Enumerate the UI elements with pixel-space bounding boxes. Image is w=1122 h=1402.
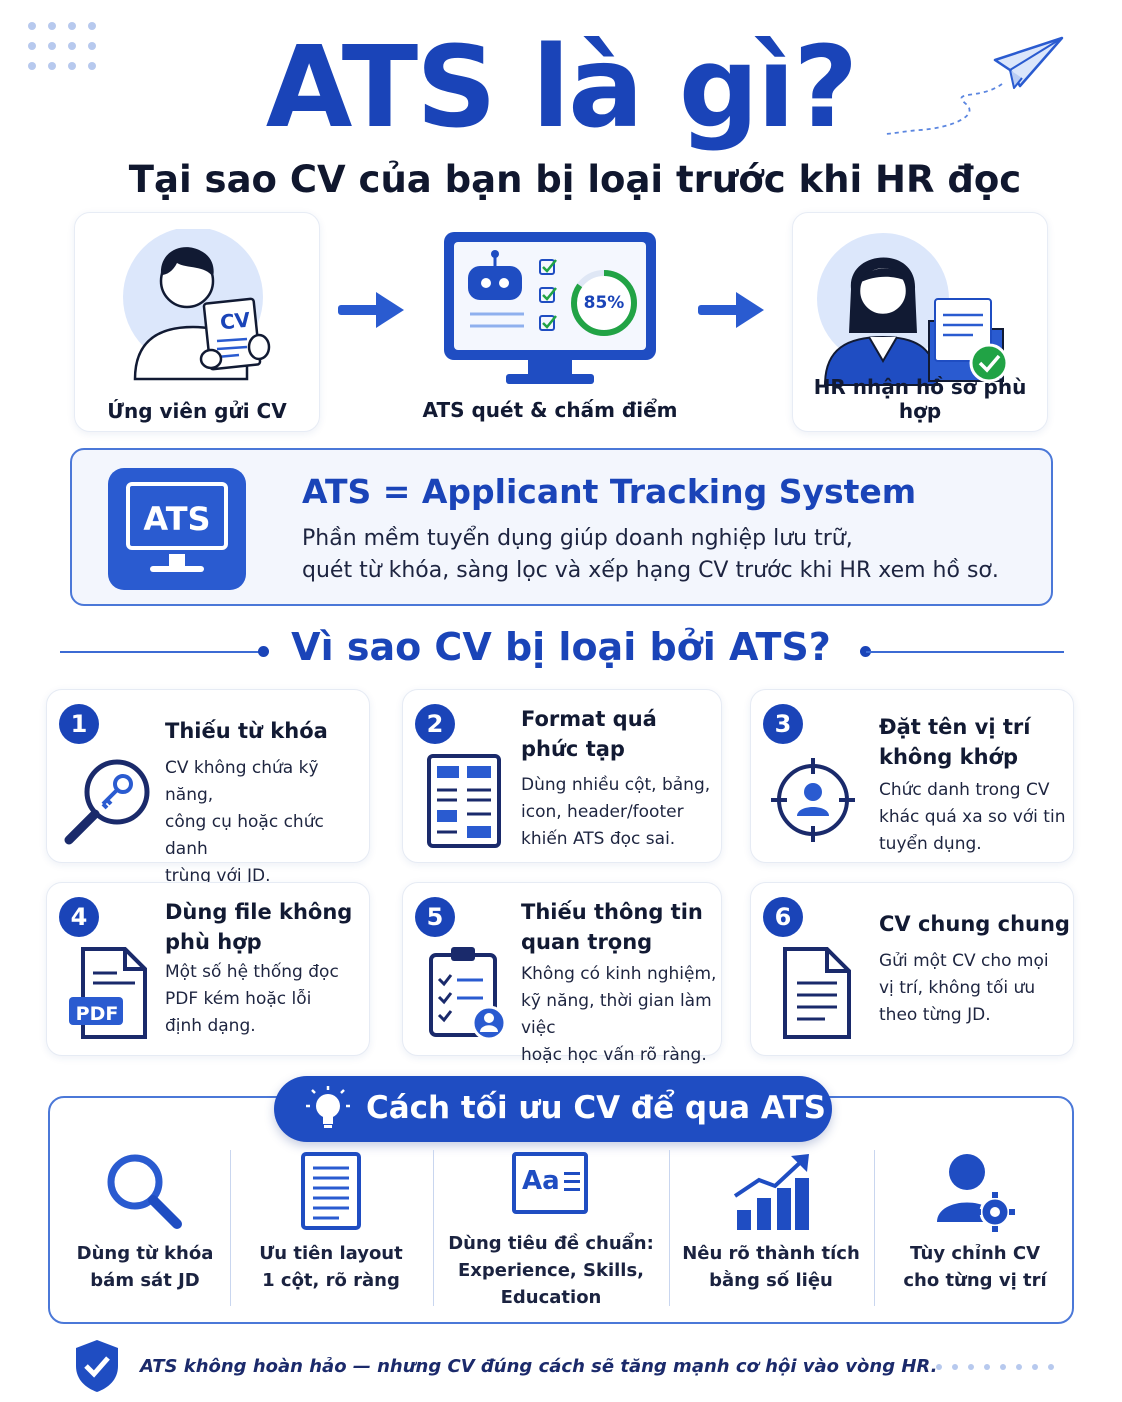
reason-number: 6 [763, 897, 803, 937]
decorative-dots [28, 22, 108, 80]
user-settings-icon [937, 1154, 1015, 1232]
definition-description-line: Phần mềm tuyển dụng giúp doanh nghiệp lư… [302, 526, 853, 551]
tip-label: Dùng từ khóa bám sát JD [76, 1243, 214, 1291]
reason-number: 2 [415, 704, 455, 744]
ats-score: 85% [583, 293, 625, 313]
page-title: ATS là gì? [265, 23, 859, 153]
definition-description-line: quét từ khóa, sàng lọc và xếp hạng CV tr… [302, 558, 999, 583]
ats-definition-box: ATS ATS = Applicant Tracking System Phần… [70, 448, 1053, 606]
tips-heading: Cách tối ưu CV để qua ATS [366, 1090, 826, 1126]
reason-title: Thiếu từ khóa [165, 719, 328, 743]
key-search-icon [64, 759, 150, 845]
growth-chart-icon [733, 1154, 809, 1230]
page-subtitle: Tại sao CV của bạn bị loại trước khi HR … [128, 158, 1022, 201]
reason-number: 3 [763, 704, 803, 744]
tip-label: Dùng tiêu đề chuẩn: Experience, Skills, … [448, 1233, 654, 1308]
reason-title: Thiếu thông tin quan trọng [521, 900, 703, 954]
single-column-document-icon [301, 1152, 361, 1230]
reason-description: CV không chứa kỹ năng, công cụ hoặc chức… [165, 758, 324, 886]
tip-separator [874, 1150, 875, 1306]
reason-title: Format quá phức tạp [521, 707, 657, 761]
tips-banner: Cách tối ưu CV để qua ATS [274, 1076, 832, 1142]
flow-step-caption: ATS quét & chấm điểm [422, 398, 678, 422]
decorative-dots [936, 1364, 1076, 1374]
ats-icon-label: ATS [143, 500, 211, 538]
font-headings-icon: Aa [512, 1152, 588, 1214]
paper-plane-icon [883, 36, 1064, 135]
reason-title: Dùng file không phù hợp [165, 900, 353, 954]
arrow-right-icon [698, 292, 764, 328]
reason-number: 5 [415, 897, 455, 937]
tip-separator [669, 1150, 670, 1306]
reason-title: Đặt tên vị trí không khớp [879, 715, 1031, 769]
font-icon-label: Aa [522, 1166, 560, 1196]
pdf-file-icon [69, 947, 147, 1039]
reason-number: 4 [59, 897, 99, 937]
reason-card-complex-format: 2 Format quá phức tạp Dùng nhiều cột, bả… [402, 689, 722, 863]
tip-item-keywords: Dùng từ khóa bám sát JD [60, 1146, 230, 1316]
divider-line [866, 651, 1064, 653]
reason-description: Một số hệ thống đọc PDF kém hoặc lỗi địn… [165, 962, 339, 1036]
reason-card-generic-cv: 6 CV chung chung Gửi một CV cho mọi vị t… [750, 882, 1074, 1056]
tip-item-layout: Ưu tiên layout 1 cột, rõ ràng [238, 1146, 424, 1316]
reason-card-title-mismatch: 3 Đặt tên vị trí không khớp Chức danh tr… [750, 689, 1074, 863]
tip-item-achievements: Nêu rõ thành tích bằng số liệu [676, 1146, 866, 1316]
lightbulb-icon [306, 1086, 350, 1128]
layout-columns-icon [427, 754, 501, 848]
divider-dot [258, 646, 269, 657]
magnifier-icon [107, 1154, 182, 1229]
pdf-icon-label: PDF [75, 1003, 119, 1025]
tip-label: Ưu tiên layout 1 cột, rõ ràng [259, 1243, 403, 1291]
tip-label: Nêu rõ thành tích bằng số liệu [682, 1243, 860, 1291]
candidate-icon [123, 229, 271, 381]
tip-item-customize: Tùy chỉnh CV cho từng vị trí [882, 1146, 1068, 1316]
tip-separator [433, 1150, 434, 1306]
reason-card-missing-keywords: 1 Thiếu từ khóa CV không chứa kỹ năng, c… [46, 689, 370, 886]
flow-step-applicant: CV Ứng viên gửi CV [74, 212, 320, 432]
flow-step-ats-scan: 85% [440, 230, 660, 390]
reason-title: CV chung chung [879, 912, 1070, 936]
divider-line [60, 651, 262, 653]
tip-separator [230, 1150, 231, 1306]
reason-description: Không có kinh nghiệm, kỹ năng, thời gian… [521, 964, 717, 1065]
cv-document-label: CV [218, 307, 252, 335]
flow-step-hr: HR nhận hồ sơ phù hợp [792, 212, 1048, 432]
reason-description: Dùng nhiều cột, bảng, icon, header/foote… [521, 775, 711, 849]
definition-heading: ATS = Applicant Tracking System [302, 472, 917, 511]
reasons-heading: Vì sao CV bị loại bởi ATS? [291, 625, 831, 669]
arrow-right-icon [338, 292, 404, 328]
reason-number: 1 [59, 704, 99, 744]
tip-label: Tùy chỉnh CV cho từng vị trí [903, 1243, 1047, 1291]
checklist-person-icon [429, 947, 507, 1041]
flow-step-caption: Ứng viên gửi CV [107, 399, 287, 423]
score-ring [571, 270, 637, 336]
divider-dot [860, 646, 871, 657]
hr-recruiter-icon [817, 233, 1009, 386]
footer-note: ATS không hoàn hảo — nhưng CV đúng cách … [140, 1356, 938, 1377]
reason-description: Chức danh trong CV khác quá xa so với ti… [879, 780, 1066, 854]
tip-item-headings: Aa Dùng tiêu đề chuẩn: Experience, Skill… [440, 1140, 662, 1310]
flow-step-caption: HR nhận hồ sơ phù hợp [813, 375, 1027, 423]
monitor-robot-icon [444, 232, 656, 384]
reason-card-missing-info: 5 Thiếu thông tin quan trọng Không có ki… [402, 882, 722, 1065]
reason-card-wrong-file: 4 PDF Dùng file không phù hợp Một số hệ … [46, 882, 370, 1056]
ats-monitor-icon: ATS [108, 468, 246, 590]
shield-check-icon [76, 1340, 118, 1392]
target-person-icon [771, 758, 855, 842]
generic-document-icon [783, 947, 851, 1039]
reason-description: Gửi một CV cho mọi vị trí, không tối ưu … [879, 951, 1049, 1025]
